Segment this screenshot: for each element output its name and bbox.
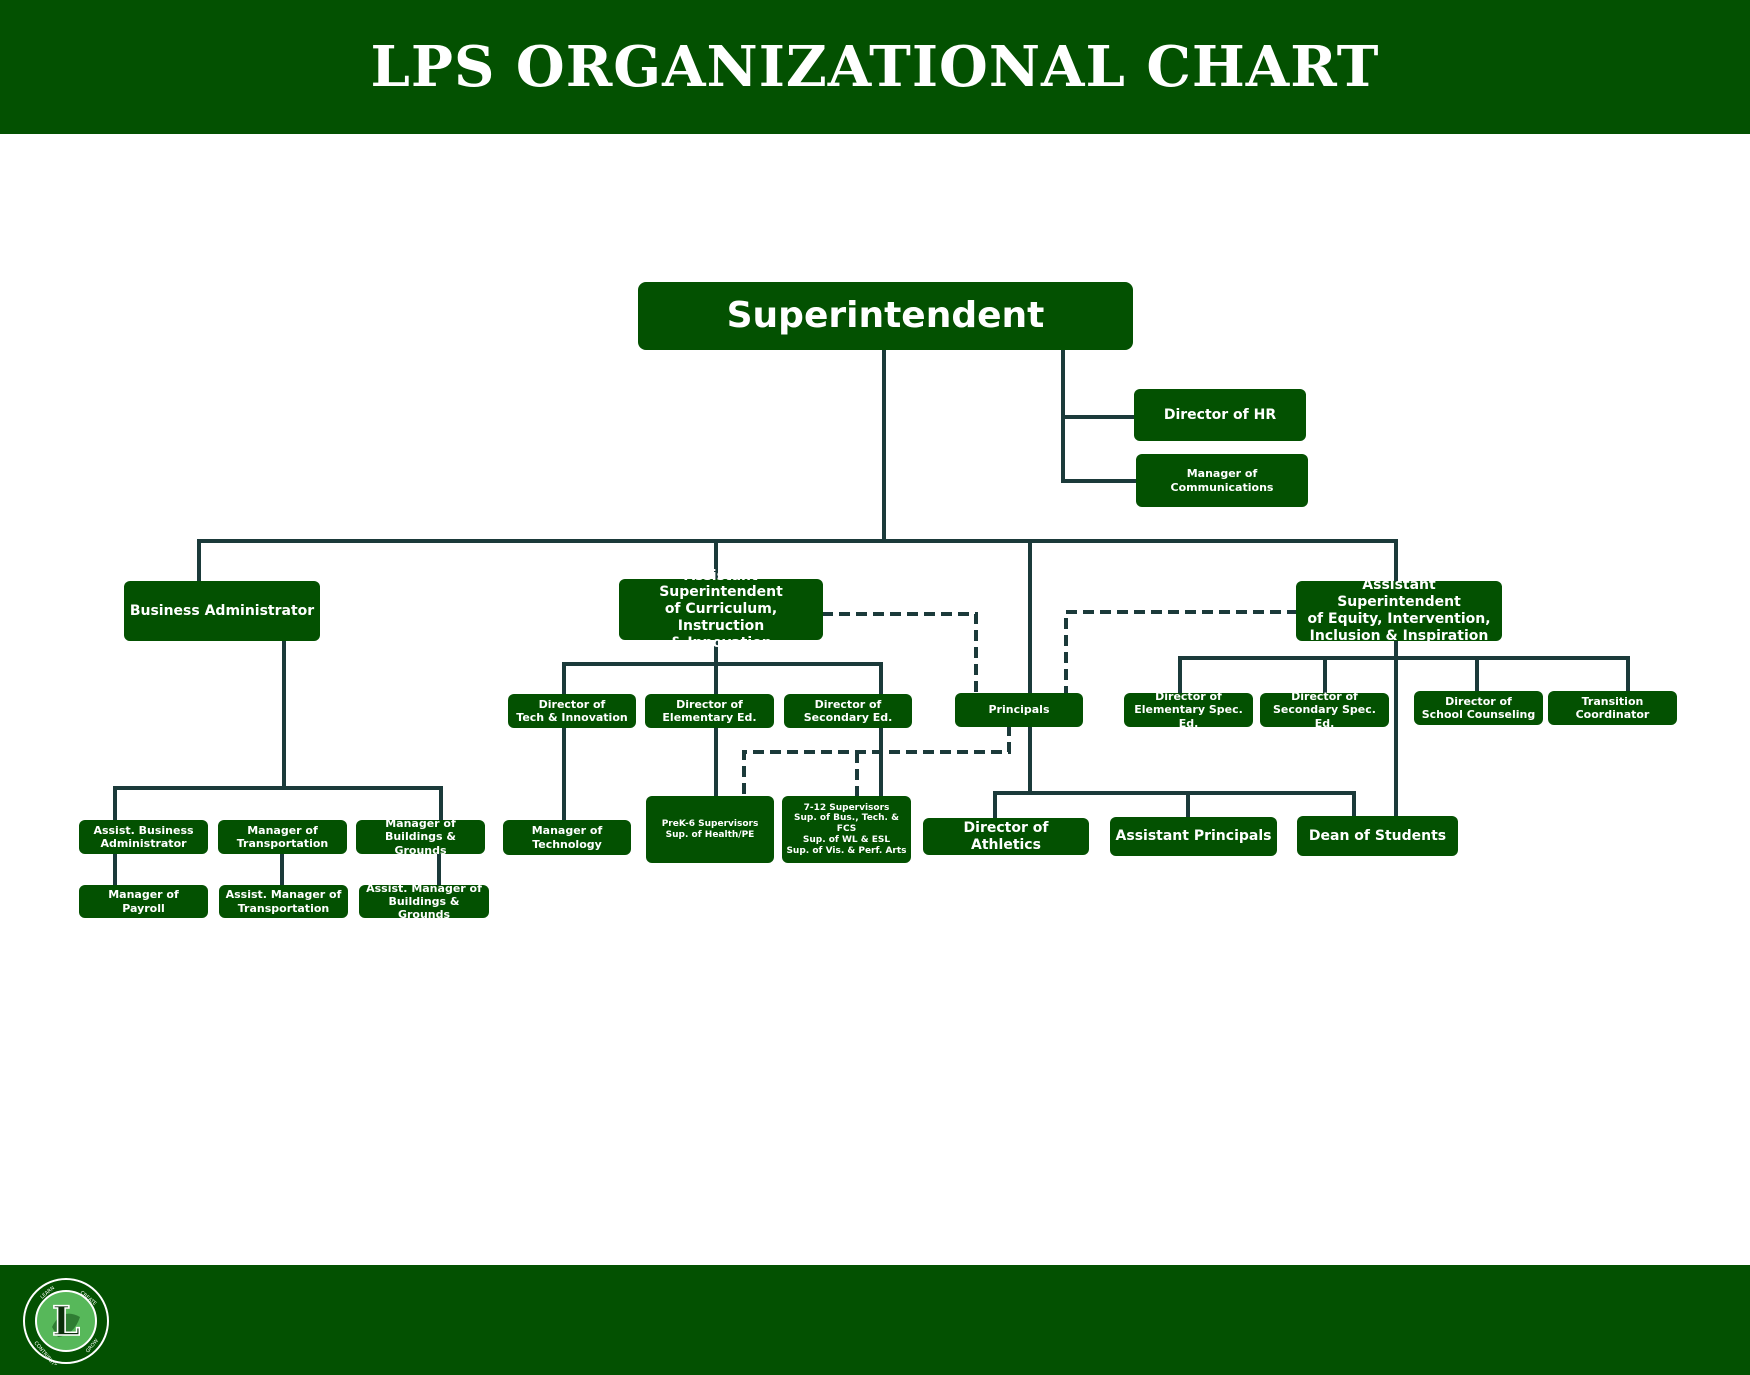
asst-manager-transportation-box: Assist. Manager of Transportation [219,885,348,918]
district-logo: L LEARN CREATE CONTRIBUTE GROW [23,1278,109,1365]
superintendent-box: Superintendent [638,282,1133,350]
asst-business-admin-box: Assist. Business Administrator [79,820,208,854]
director-athletics-box: Director of Athletics [923,818,1089,855]
svg-text:L: L [52,1298,80,1345]
prek6-supervisors-box: PreK-6 Supervisors Sup. of Health/PE [646,796,774,863]
assistant-principals-box: Assistant Principals [1110,817,1277,856]
dean-students-box: Dean of Students [1297,816,1458,856]
manager-buildings-box: Manager of Buildings & Grounds [356,817,485,857]
manager-payroll-box: Manager of Payroll [79,885,208,918]
principals-box: Principals [955,693,1083,727]
director-elementary-box: Director of Elementary Ed. [645,694,774,728]
director-sec-sped-box: Director of Secondary Spec. Ed. [1260,690,1389,730]
manager-transportation-box: Manager of Transportation [218,820,347,854]
director-elem-sped-box: Director of Elementary Spec. Ed. [1124,690,1253,730]
director-hr-box: Director of HR [1134,389,1306,441]
asst-manager-buildings-box: Assist. Manager of Buildings & Grounds [359,882,489,921]
header-banner: LPS ORGANIZATIONAL CHART [0,0,1750,134]
director-tech-box: Director of Tech & Innovation [508,694,636,728]
business-administrator-box: Business Administrator [124,581,320,641]
manager-communications-box: Manager of Communications [1136,454,1308,507]
asst-supt-equity-box: Assistant Superintendent of Equity, Inte… [1296,577,1502,644]
asst-supt-curriculum-box: Assistant Superintendent of Curriculum, … [619,568,823,651]
footer-banner [0,1265,1750,1375]
page-title: LPS ORGANIZATIONAL CHART [370,34,1380,100]
supervisors-7-12-box: 7-12 Supervisors Sup. of Bus., Tech. & F… [782,796,911,863]
director-counseling-box: Director of School Counseling [1414,691,1543,725]
director-secondary-box: Director of Secondary Ed. [784,694,912,728]
manager-technology-box: Manager of Technology [503,820,631,855]
transition-coordinator-box: Transition Coordinator [1548,691,1677,725]
